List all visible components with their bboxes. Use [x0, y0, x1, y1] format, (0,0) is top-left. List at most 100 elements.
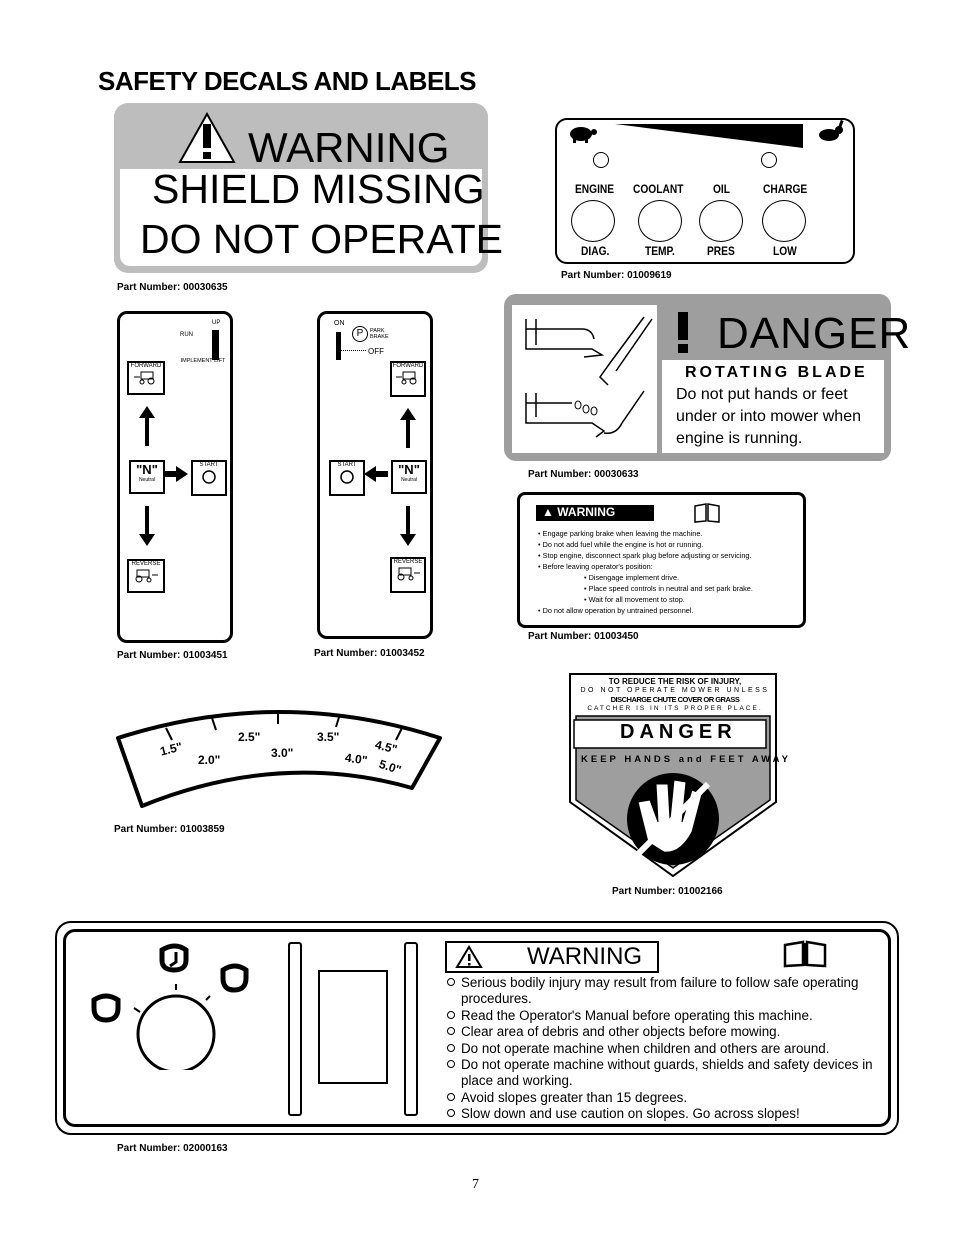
start-label: START	[199, 462, 219, 468]
cutout-marker	[318, 970, 388, 1084]
arrow-up-icon	[139, 406, 155, 446]
gauge-label-bottom: PRES	[707, 244, 735, 258]
danger-blade-heading: DANGER	[717, 309, 912, 358]
shield-missing-line2: DO NOT OPERATE	[140, 216, 503, 262]
danger-hands-sub: KEEP HANDS and FEET AWAY	[581, 754, 791, 765]
height-value: 2.0"	[198, 753, 221, 767]
danger-blade-body	[662, 360, 884, 453]
part-number: Part Number: 01003452	[314, 648, 425, 659]
forward-label: FORWARD	[392, 363, 424, 369]
neutral-label: "N"	[398, 462, 420, 477]
park-brake-icon: P	[352, 326, 368, 342]
ignition-dial-icon	[91, 943, 249, 1070]
gauge-label-bottom: TEMP.	[645, 244, 675, 258]
danger-blade-text: Do not put hands or feet under or into m…	[676, 386, 861, 447]
gauge-panel-decal: ENGINE COOLANT OIL CHARGE DIAG. TEMP. PR…	[555, 118, 855, 264]
list-item: • Disengage implement drive.	[584, 573, 680, 582]
list-item: Avoid slopes greater than 15 degrees.	[444, 1090, 874, 1106]
gauge-label-bottom: LOW	[773, 244, 797, 258]
warning-triangle-icon	[455, 945, 483, 968]
throttle-wedge-icon	[615, 124, 803, 148]
big-warning-inner	[63, 929, 891, 1127]
key-start-icon	[340, 470, 354, 484]
shield-missing-line1: SHIELD MISSING	[152, 166, 485, 212]
slot-marker	[288, 942, 302, 1116]
arrow-down-icon	[400, 506, 416, 546]
list-item: • Do not add fuel while the engine is ho…	[538, 540, 704, 549]
big-warning-heading: WARNING	[527, 943, 643, 970]
warning-triangle-icon: ▲	[542, 505, 554, 519]
right-control-decal: ON P PARK BRAKE OFF FORWARD START "N" Ne…	[317, 311, 433, 639]
part-number: Part Number: 01003859	[114, 824, 225, 835]
list-item: • Place speed controls in neutral and se…	[584, 584, 753, 593]
height-value: 3.5"	[317, 730, 340, 744]
tractor-icon	[396, 371, 417, 385]
part-number: Part Number: 01002166	[612, 886, 723, 897]
list-item: • Wait for all movement to stop.	[584, 595, 685, 604]
arrow-up-icon	[400, 408, 416, 448]
tractor-icon	[397, 567, 420, 581]
big-warning-decal	[55, 921, 899, 1135]
part-number: Part Number: 00030633	[528, 469, 639, 480]
blade-hand-icon	[525, 316, 653, 438]
neutral-box: "N" Neutral	[129, 460, 165, 494]
part-number: Part Number: 01003450	[528, 631, 639, 642]
start-box: START	[191, 460, 227, 496]
slot-marker	[404, 942, 418, 1116]
gauge-label-bottom: DIAG.	[581, 244, 610, 258]
danger-hands-line3: DISCHARGE CHUTE COVER OR GRASS	[610, 695, 740, 704]
small-warning-list: • Engage parking brake when leaving the …	[538, 528, 753, 616]
page-number: 7	[472, 1177, 479, 1192]
dotted-line	[340, 350, 366, 351]
warning-triangle-icon	[178, 112, 236, 163]
turtle-icon	[570, 127, 597, 143]
indicator-light	[761, 152, 777, 168]
arrow-right-icon	[164, 466, 188, 482]
list-item: Do not operate machine without guards, s…	[444, 1057, 874, 1090]
lever-slot	[336, 332, 341, 360]
neutral-box: "N" Neutral	[391, 460, 427, 494]
list-item: Slow down and use caution on slopes. Go …	[444, 1106, 874, 1122]
small-warning-header: ▲ WARNING	[536, 505, 654, 521]
off-label: OFF	[368, 347, 384, 356]
big-warning-header: WARNING	[445, 941, 659, 973]
charge-light	[762, 200, 806, 242]
height-value: 2.5"	[238, 730, 261, 744]
arrow-left-icon	[364, 466, 388, 482]
run-label: RUN	[180, 332, 193, 338]
oil-light	[699, 200, 743, 242]
page-title: SAFETY DECALS AND LABELS	[98, 66, 477, 96]
coolant-light	[638, 200, 682, 242]
park-brake-label: PARK BRAKE	[370, 328, 389, 340]
forward-box: FORWARD	[127, 361, 165, 395]
part-number: Part Number: 01009619	[561, 270, 672, 281]
danger-hands-line4: CATCHER IS IN ITS PROPER PLACE.	[587, 705, 763, 712]
manual-book-icon	[694, 503, 720, 523]
list-item: • Before leaving operator's position:	[538, 562, 653, 571]
part-number: Part Number: 02000163	[117, 1143, 228, 1154]
neutral-sub: Neutral	[138, 477, 156, 483]
on-label: ON	[334, 320, 345, 327]
tractor-icon	[135, 569, 158, 583]
list-item: Do not operate machine when children and…	[444, 1041, 874, 1057]
reverse-label: REVERSE	[131, 561, 161, 567]
start-box: START	[329, 460, 365, 496]
list-item: Serious bodily injury may result from fa…	[444, 975, 874, 1008]
forward-box: FORWARD	[390, 361, 426, 397]
shield-missing-body	[120, 169, 482, 266]
rabbit-icon	[819, 120, 844, 141]
list-item: Clear area of debris and other objects b…	[444, 1024, 874, 1040]
height-value: 3.0"	[271, 746, 294, 760]
lever-slot	[212, 330, 219, 360]
exclamation-icon	[678, 312, 688, 353]
left-control-decal: UP RUN IMPLEMENT LIFT FORWARD "N" Neutra…	[117, 311, 233, 643]
big-warning-list: Serious bodily injury may result from fa…	[444, 975, 874, 1123]
danger-hands-line1: TO REDUCE THE RISK OF INJURY,	[608, 677, 742, 686]
up-label: UP	[212, 320, 221, 326]
indicator-light	[593, 152, 609, 168]
manual-book-icon	[783, 940, 827, 968]
gauge-label-top: CHARGE	[763, 182, 808, 196]
forward-label: FORWARD	[130, 363, 162, 369]
neutral-label: "N"	[136, 462, 158, 477]
list-item: • Stop engine, disconnect spark plug bef…	[538, 551, 752, 560]
